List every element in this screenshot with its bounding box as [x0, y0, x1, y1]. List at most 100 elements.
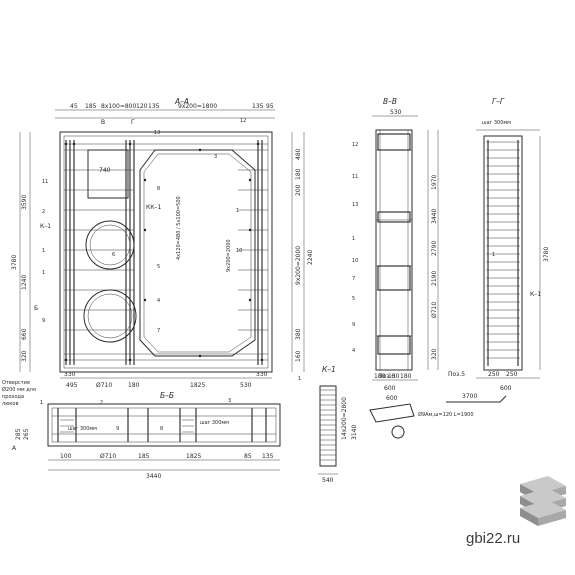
dim-right-180: 180: [295, 168, 302, 180]
gg-dim-3780: 3780: [543, 247, 550, 262]
section-marker-v: В: [101, 119, 105, 126]
vv-pos-11: 11: [352, 174, 358, 180]
dim-right-200: 200: [295, 184, 302, 196]
dim-right-2240: 2240: [307, 250, 314, 265]
pos-tag-9: 9: [42, 318, 45, 324]
pos-tag-2: 2: [42, 209, 45, 215]
dim-bottom-330: 330: [64, 371, 76, 378]
pos6-dim-600: 600: [386, 395, 398, 402]
bb-dim-285: 285: [15, 428, 22, 440]
pos-tag-1r: 1: [236, 208, 239, 214]
vv-pos-5: 5: [352, 296, 355, 302]
vv-dim-710: Ø710: [431, 302, 438, 318]
dim-bottom-530: 530: [240, 382, 252, 389]
pos-tag-3: 3: [214, 154, 217, 160]
dim-bottom-180: 180: [128, 382, 140, 389]
pos-tag-10: 10: [236, 248, 242, 254]
bb-pos-3: 3: [228, 398, 231, 404]
dim-top-span: 9x200=1800: [178, 103, 217, 110]
dim-top-right-135: 135: [252, 103, 264, 110]
pos5-dim: 3700: [462, 393, 477, 400]
section-marker-g: Г: [131, 119, 135, 126]
dim-top-135: 135: [148, 103, 160, 110]
pos-tag-7: 7: [157, 328, 160, 334]
label-k1-left: К–1: [40, 223, 51, 230]
dim-top-800: 8x100=800: [101, 103, 136, 110]
pos5-title: Поз.5: [448, 371, 465, 378]
dim-left-3590: 3590: [21, 195, 28, 210]
bb-dim-85: 85: [244, 453, 252, 460]
dim-right-380: 380: [295, 328, 302, 340]
gg-dim-250a: 250: [488, 371, 500, 378]
gg-step-note: шаг 300мм: [482, 120, 511, 126]
dim-bottom-495: 495: [66, 382, 78, 389]
bb-note-step: шаг 300мм: [68, 426, 97, 432]
pos-tag-6: 6: [112, 252, 115, 258]
pos-tag-8: 8: [157, 186, 160, 192]
pos6-note: Ø9Ам,ш=120 L=1900: [418, 411, 474, 418]
pos-tag-1b: 1: [42, 270, 45, 276]
dim-top-185: 185: [85, 103, 97, 110]
pos6-detail: Поз.6 600 Ø9Ам,ш=120 L=1900: [369, 373, 474, 439]
dim-bottom-1825: 1825: [190, 382, 205, 389]
cage-k1: К–1 540 14x200=2800 3140 1: [298, 365, 358, 484]
dim-left-660: 660: [21, 328, 28, 340]
view-aa-title: А–А: [174, 97, 189, 106]
k1-pos-1: 1: [298, 376, 301, 382]
pos-tag-4: 4: [157, 298, 160, 304]
bb-pos-8: 8: [160, 426, 163, 432]
view-bb: Б–Б шаг 300мм шаг 300мм 285 265 А 100: [12, 391, 281, 480]
vv-dim-3440: 3440: [431, 209, 438, 224]
bb-note-step2: шаг 300мм: [200, 420, 229, 426]
pos-tag-1: 1: [42, 248, 45, 254]
right-span-note: 9x200=2000: [226, 239, 232, 272]
dim-right-480: 480: [295, 148, 302, 160]
vv-dim-b130: 130: [388, 373, 400, 380]
vv-pos-12: 12: [352, 142, 358, 148]
vv-dim-2190: 2190: [431, 271, 438, 286]
gg-dim-250b: 250: [506, 371, 518, 378]
vv-dim-600: 600: [384, 385, 396, 392]
vv-pos-7: 7: [352, 276, 355, 282]
brand-logo: [520, 476, 566, 526]
view-bb-title: Б–Б: [160, 391, 174, 400]
opening-note-4: люков: [2, 401, 18, 407]
gg-pos-1: 1: [492, 252, 495, 258]
view-vv-title: В–В: [383, 97, 397, 106]
opening-note-3: прохода: [2, 394, 24, 400]
dim-bottom-710: Ø710: [96, 382, 112, 389]
dim-left-1240: 1240: [21, 275, 28, 290]
view-gg: Г–Г шаг 300мм 3780 К–1 1 250 250 600: [476, 97, 550, 392]
bb-dim-100: 100: [60, 453, 72, 460]
pos-tag-12: 12: [240, 118, 246, 124]
dim-top-120: 120: [136, 103, 148, 110]
opening-size-740: 740: [99, 167, 111, 174]
vv-dim-1970: 1970: [431, 175, 438, 190]
dim-left-320: 320: [21, 350, 28, 362]
pos6-title: Поз.6: [378, 373, 395, 380]
bb-dim-total: 3440: [146, 473, 161, 480]
vv-pos-4: 4: [352, 348, 355, 354]
vv-pos-1: 1: [352, 236, 355, 242]
vv-dim-320: 320: [431, 348, 438, 360]
dim-top-right-95: 95: [266, 103, 274, 110]
section-marker-b: Б: [34, 305, 38, 312]
bb-dim-710: Ø710: [100, 453, 116, 460]
inner-note: 4x120=480 / 5x100=500: [176, 196, 182, 260]
dim-bottom-330r: 330: [256, 371, 268, 378]
section-marker-a: А: [12, 445, 17, 452]
site-watermark: gbi22.ru: [466, 530, 521, 547]
k1-bars: [320, 389, 336, 461]
gg-label-k1: К–1: [530, 291, 541, 298]
k1-dim-540: 540: [322, 477, 334, 484]
cage-k1-title: К–1: [322, 365, 336, 374]
vv-dim-b180b: 180: [400, 373, 412, 380]
view-aa: А–А 45 185 8x100=800 120 135 9x200=1800 …: [11, 97, 314, 389]
bb-dim-185: 185: [138, 453, 150, 460]
dim-top-45: 45: [70, 103, 78, 110]
vv-pos-10: 10: [352, 258, 358, 264]
gg-stirrups: [486, 141, 520, 359]
pos-tag-5: 5: [157, 264, 160, 270]
opening-note-1: Отверстие: [2, 380, 30, 386]
